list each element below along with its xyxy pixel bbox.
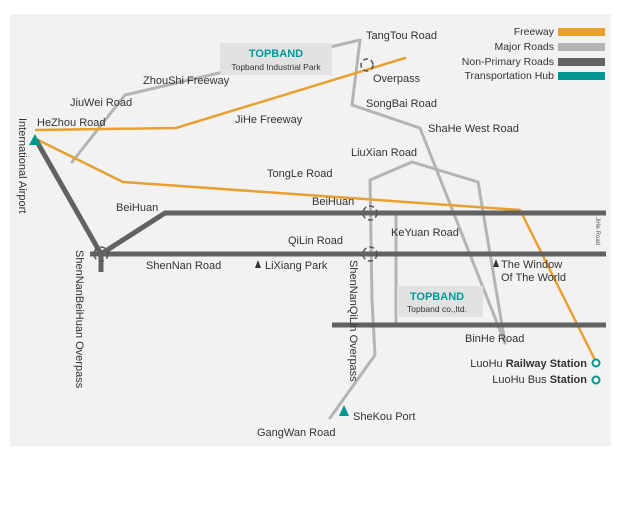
label-tongle-road: TongLe Road [267,168,332,180]
label-luohu-bus-station: LuoHu Bus Station [492,374,587,386]
overpass-circle-beihuan [362,205,378,221]
label-tangtou-road: TangTou Road [366,30,437,42]
company-box [397,286,483,317]
label-gangwan-road: GangWan Road [257,427,335,439]
label-jihe-freeway: JiHe Freeway [235,114,303,126]
label-jiuwei-road: JiuWei Road [70,97,132,109]
company-name: Topband co.,ltd. [407,304,467,314]
label-luohu-railway-station: LuoHu Railway Station [470,358,587,370]
liuxian-road-line [368,160,507,345]
industrial-park-name: Topband Industrial Park [231,62,321,72]
label-lixiang-park: LiXiang Park [265,260,328,272]
overpass-circle-tangtou [360,58,374,72]
hezhou-jihe-freeway [34,56,407,132]
legend: Freeway Major Roads Non-Primary Roads Tr… [462,26,605,82]
label-shahe-west-road: ShaHe West Road [428,123,519,135]
luohu-bus-bold: Station [550,374,588,386]
beihuan-road-line [99,210,606,257]
label-international-airport: International Airport [16,118,28,213]
legend-freeway-label: Freeway [514,26,555,38]
label-qilin-road: QiLin Road [288,235,343,247]
label-liuxian-road: LiuXian Road [351,147,417,159]
window-of-world-icon [493,259,499,267]
label-window-line2: Of The World [501,272,566,284]
legend-non-primary-swatch [558,58,605,66]
legend-hub-label: Transportation Hub [465,70,555,82]
label-songbai-road: SongBai Road [366,98,437,110]
legend-freeway-swatch [558,28,605,36]
label-shennanqilin-overpass: ShenNanQiLin Overpass [347,260,359,382]
industrial-park-box [220,43,332,75]
label-overpass: Overpass [373,73,421,85]
label-jihe-road-small: JiHe Road [594,217,600,245]
label-shekou-port: SheKou Port [353,411,415,423]
airport-hub-icon [29,134,41,145]
legend-non-primary-label: Non-Primary Roads [462,56,554,68]
overpass-circle-qilin [362,246,378,262]
label-zhoushi-freeway: ZhouShi Freeway [143,75,230,87]
tongle-freeway [36,138,598,364]
label-hezhou-road: HeZhou Road [37,117,106,129]
legend-hub-swatch [558,72,605,80]
luohu-railway-hub-icon [591,358,601,368]
company-brand: TOPBAND [410,291,464,303]
freeways [34,56,598,364]
label-window-line1: The Window [501,259,562,271]
legend-major-roads-label: Major Roads [494,41,554,53]
label-keyuan-road: KeYuan Road [391,227,459,239]
luohu-railway-bold: Railway Station [506,358,588,370]
non-primary-roads [33,138,606,328]
label-shennanbeihuan-overpass: ShenNanBeiHuan Overpass [73,250,85,389]
shekou-port-hub-icon [339,405,349,416]
overpass-markers [93,58,378,262]
label-beihuan-right: BeiHuan [312,196,354,208]
lixiang-park-icon [255,260,261,268]
luohu-bus-prefix: LuoHu Bus [492,374,547,386]
luohu-bus-hub-icon [591,375,601,385]
label-binhe-road: BinHe Road [465,333,524,345]
legend-major-roads-swatch [558,43,605,51]
industrial-park-brand: TOPBAND [249,48,303,60]
luohu-railway-prefix: LuoHu [470,358,502,370]
label-shennan-road: ShenNan Road [146,260,221,272]
label-beihuan-left: BeiHuan [116,202,158,214]
airport-connector-road [33,138,104,272]
overpass-circle-shennanbeihuan [93,246,109,262]
